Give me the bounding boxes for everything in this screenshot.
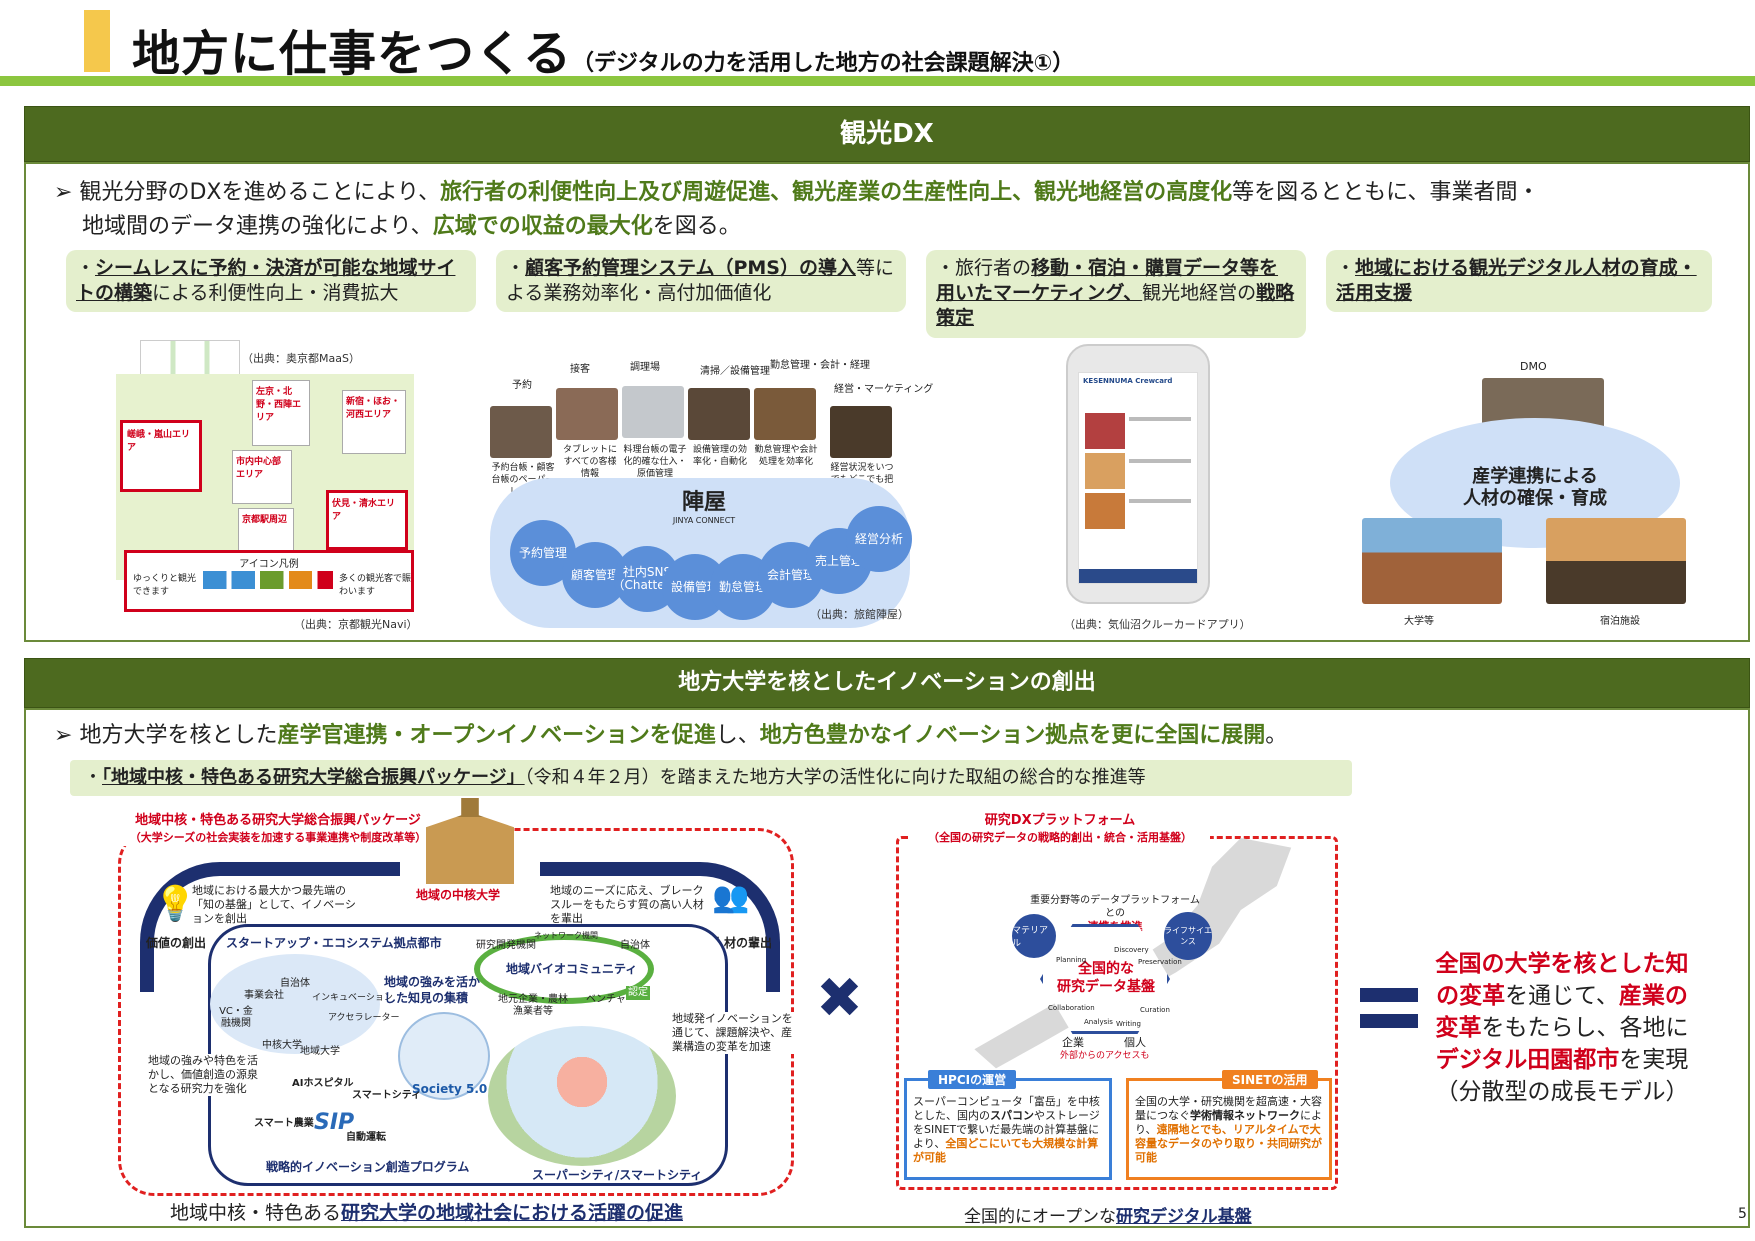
- photo-accounting: [754, 388, 816, 440]
- page-number: 5: [1738, 1206, 1747, 1222]
- research-dx-title: 研究DXプラットフォーム （全国の研究データの戦略的創出・統合・活用基盤）: [910, 812, 1210, 846]
- university-photo: [1362, 518, 1502, 604]
- dmo-label: DMO: [1520, 360, 1547, 373]
- photo-reservation: [490, 406, 552, 458]
- graduates-icon: 👥: [712, 880, 750, 915]
- jinya-logo: 陣屋 JINYA CONNECT: [672, 489, 736, 525]
- strength-desc: 地域の強みや特色を活かし、価値創造の源泉となる研究力を強化: [148, 1054, 260, 1096]
- photo-kitchen: [622, 386, 684, 438]
- legend-icons: [203, 571, 333, 589]
- package-title: 地域中核・特色ある研究大学総合振興パッケージ （大学シーズの社会実装を加速する事…: [118, 812, 438, 846]
- map-area-north: 左京・北野・西陣エリア: [252, 380, 310, 446]
- innovation-desc: 地域発イノベーションを通じて、課題解決や、産業構造の変革を加速: [672, 1012, 796, 1054]
- map-area-east-north: 新宿・ほお・河西エリア: [342, 390, 406, 454]
- hpci-title: HPCIの運営: [928, 1070, 1017, 1089]
- right-caption: 全国的にオープンな研究デジタル基盤: [964, 1207, 1252, 1227]
- tourism-pill-1: ・シームレスに予約・決済が可能な地域サイトの構築による利便性向上・消費拡大: [66, 250, 476, 312]
- section-band-innovation: 地方大学を核としたイノベーションの創出: [24, 658, 1750, 708]
- section-band-tourism: 観光DX: [24, 106, 1750, 162]
- photo-facility: [688, 388, 750, 440]
- data-platform-center: 全国的な 研究データ基盤: [1057, 961, 1155, 995]
- page-title: 地方に仕事をつくる（デジタルの力を活用した地方の社会課題解決①）: [132, 26, 1075, 82]
- equals-sign: [1360, 988, 1418, 1028]
- map-legend: アイコン凡例 ゆっくりと観光できます 多くの観光客で賑わいます: [124, 550, 414, 612]
- times-sign: ✖: [816, 966, 863, 1031]
- result-text: 全国の大学を核とした知 の変革を通じて、産業の 変革をもたらし、各地に デジタル…: [1435, 951, 1689, 1105]
- sip-logo: SIP: [314, 1110, 355, 1135]
- university-label: 地域の中核大学: [416, 888, 501, 902]
- startup-title: スタートアップ・エコシステム拠点都市: [226, 936, 442, 950]
- desc-left: 地域における最大かつ最先端の「知の基盤」として、イノベーションを創出: [192, 884, 356, 925]
- inn-label: 宿泊施設: [1600, 616, 1640, 627]
- title-rule: [0, 76, 1755, 86]
- supercity-label: スーパーシティ/スマートシティ: [532, 1168, 703, 1182]
- startup-ellipse: [210, 954, 380, 1054]
- lightbulb-icon: 💡: [154, 884, 197, 924]
- desc-right: 地域のニーズに応え、ブレークスルーをもたらす質の高い人材を輩出: [550, 884, 704, 925]
- inn-photo: [1546, 518, 1686, 604]
- sinet-title: SINETの活用: [1222, 1070, 1318, 1089]
- map-area-sagano: 嵯峨・嵐山エリア: [120, 420, 202, 492]
- tourism-pill-3: ・旅行者の移動・宿泊・購買データ等を用いたマーケティング、観光地経営の戦略策定: [926, 250, 1306, 338]
- left-caption: 地域中核・特色ある研究大学の地域社会における活躍の促進: [170, 1202, 684, 1224]
- map-area-fushimi: 伏見・清水エリア: [326, 490, 408, 550]
- tourism-lead: ➢ 観光分野のDXを進めることにより、旅行者の利便性向上及び周遊促進、観光産業の…: [54, 180, 1540, 239]
- talent-label: 人材の輩出: [712, 936, 773, 950]
- map-area-station: 京都駅周辺: [238, 508, 294, 552]
- node-material: マテリアル: [1012, 914, 1056, 958]
- bio-ring: [474, 934, 654, 1004]
- innovation-pill: ・「地域中核・特色ある研究大学総合振興パッケージ」（令和４年２月）を踏まえた地方…: [70, 760, 1352, 796]
- bio-label: 地域バイオコミュニティ: [506, 962, 638, 976]
- access-corp: 企業: [1062, 1036, 1084, 1049]
- dmo-center-text: 産学連携による 人材の確保・育成: [1463, 466, 1607, 509]
- photo-marketing: [830, 406, 892, 458]
- pms-diagram: 予約 接客 調理場 清掃／設備管理 勤怠管理・会計・経理 経営・マーケティング …: [490, 358, 933, 638]
- phone-screen: KESENNUMA Crewcard: [1078, 372, 1198, 584]
- node-life: ライフサイエンス: [1164, 912, 1212, 960]
- photo-service: [556, 388, 618, 440]
- value-creation-label: 価値の創出: [146, 936, 207, 950]
- title-accent-bar: [84, 10, 110, 72]
- legend-left: ゆっくりと観光できます: [133, 574, 197, 597]
- city-illustration: [488, 1026, 676, 1166]
- university-label: 大学等: [1404, 616, 1434, 627]
- access-indiv: 個人: [1124, 1036, 1146, 1049]
- sinet-box: 全国の大学・研究機関を超高速・大容量につなぐ学術情報ネットワークにより、遠隔地と…: [1126, 1078, 1332, 1180]
- sip-label: 戦略的イノベーション創造プログラム: [266, 1160, 470, 1174]
- hpci-box: スーパーコンピュータ「富岳」を中核とした、国内のスパコンやストレージをSINET…: [904, 1078, 1112, 1180]
- knowledge-label: 地域の強みを活かした知見の集積: [384, 975, 481, 1005]
- phone-mockup: KESENNUMA Crewcard: [1066, 344, 1210, 604]
- kyoto-map-image: （出典：奥京都MaaS） 嵯峨・嵐山エリア 左京・北野・西陣エリア 新宿・ほお・…: [116, 340, 416, 630]
- tourism-pill-4: ・地域における観光デジタル人材の育成・活用支援: [1326, 250, 1712, 312]
- innovation-lead: ➢ 地方大学を核とした産学官連携・オープンイノベーションを促進し、地方色豊かなイ…: [54, 723, 1288, 748]
- legend-right: 多くの観光客で賑わいます: [339, 574, 412, 597]
- society-circle: [398, 1012, 490, 1100]
- bubble-analysis: 経営分析: [846, 506, 912, 572]
- access-outside: 外部からのアクセスも: [1060, 1051, 1150, 1061]
- map-area-center: 市内中心部エリア: [232, 450, 292, 504]
- society-label: Society 5.0: [412, 1082, 488, 1096]
- tourism-pill-2: ・顧客予約管理システム（PMS）の導入等による業務効率化・高付加価値化: [496, 250, 906, 312]
